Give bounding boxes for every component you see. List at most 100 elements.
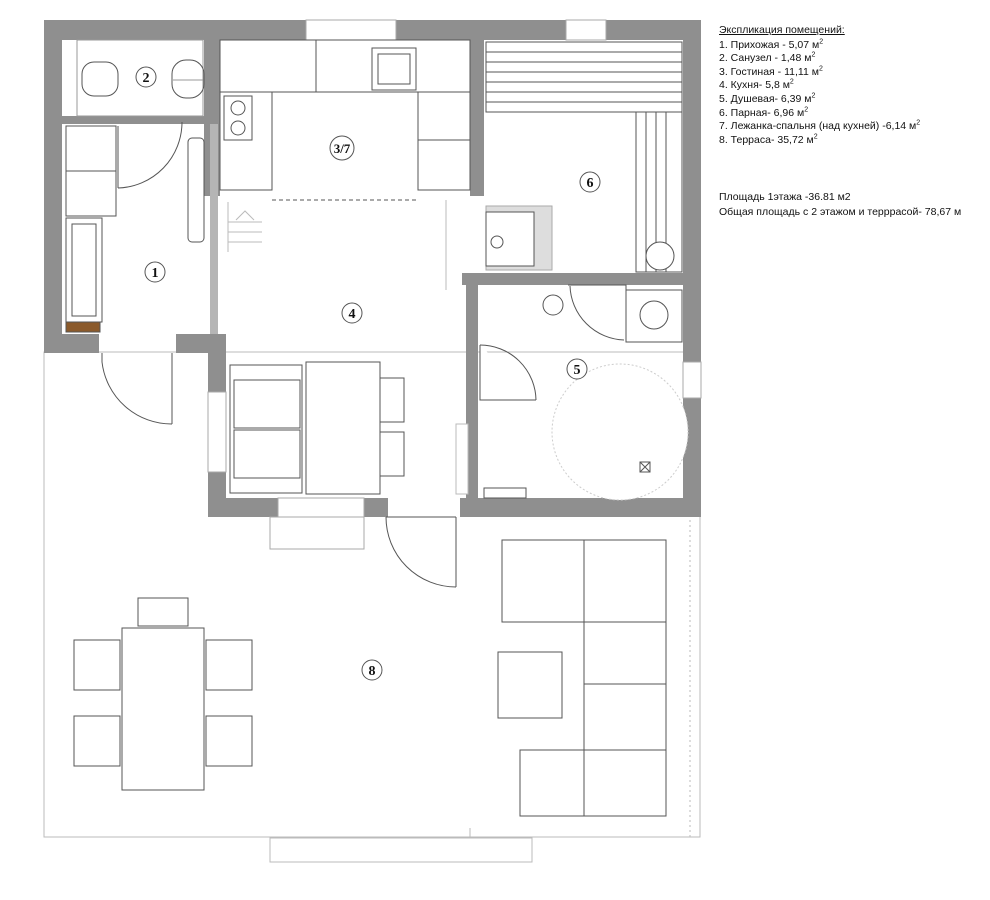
sofa-cushion-1 (233, 379, 301, 429)
explication-title: Экспликация помещений: (719, 24, 845, 36)
shower-bench (483, 487, 527, 499)
shower-inner-door-arc (479, 344, 537, 401)
wall-bottom-shower (460, 498, 701, 517)
terrace-furniture (73, 539, 667, 817)
first-floor-area: Площадь 1этажа -36.81 м2 (719, 191, 851, 203)
windows (207, 19, 702, 550)
room-number-4: 4 (349, 307, 356, 322)
wall-hall-right (210, 124, 218, 334)
shower-inner-door (479, 345, 536, 401)
window-steam (565, 19, 607, 41)
sofa-cushion-2 (233, 429, 301, 479)
window-living-bottom (277, 497, 365, 518)
washing-drum (639, 300, 669, 330)
chair-1 (379, 377, 405, 423)
sofa-seat-2 (583, 539, 667, 623)
terrace-chair-right-2 (205, 715, 253, 767)
area-summary: Площадь 1этажа -36.81 м2 Общая площадь с… (719, 190, 984, 220)
explication-item: 6. Парная- 6,96 м2 (719, 106, 809, 119)
shower-drain-x (639, 461, 651, 473)
room-number-6: 6 (587, 176, 594, 191)
explication-item: 7. Лежанка-спальня (над кухней) -6,14 м2 (719, 119, 921, 133)
entry-door-arc (101, 353, 173, 425)
window-shower (682, 361, 702, 399)
terrace (43, 351, 701, 863)
explication-item: 5. Душевая- 6,39 м2 (719, 92, 816, 105)
shower-boiler (542, 294, 564, 316)
room-number-8: 8 (369, 664, 376, 679)
room-number-5: 5 (574, 363, 581, 378)
hall-furniture (65, 121, 205, 333)
room-number-1: 1 (152, 266, 159, 281)
chair-2 (379, 431, 405, 477)
hall-door-arc (117, 121, 183, 189)
room-number-3: 3/7 (334, 141, 351, 156)
mirror (187, 137, 205, 243)
room-marker-3 (329, 135, 355, 161)
window-kitchen (305, 19, 397, 41)
explication-list: 1. Прихожая - 5,07 м2 2. Санузел - 1,48 … (719, 38, 984, 148)
terrace-table (121, 627, 205, 791)
room-marker-8 (361, 659, 383, 681)
bench-seat (71, 223, 97, 317)
wall-steam-shower (462, 273, 683, 285)
toilet (81, 61, 119, 97)
sink (171, 59, 205, 99)
burner-1 (230, 100, 246, 116)
terrace-chair-right-1 (205, 639, 253, 691)
room-marker-6 (579, 171, 601, 193)
explication-item: 3. Гостиная - 11,11 м2 (719, 65, 823, 78)
steam-bench-top (485, 41, 683, 113)
room-marker-1 (144, 261, 166, 283)
explication-legend: Экспликация помещений: 1. Прихожая - 5,0… (719, 24, 984, 147)
wall-shower-left (466, 285, 478, 517)
room-number-2: 2 (143, 71, 150, 86)
shoe-rack (65, 321, 101, 333)
kitchen-sink-basin (377, 53, 411, 85)
sofa-seat-1 (501, 539, 585, 623)
explication-item: 8. Терраса- 35,72 м2 (719, 133, 818, 146)
room-marker-5 (566, 358, 588, 380)
terrace-chair-left-2 (73, 715, 121, 767)
sofa-seat-5 (519, 749, 585, 817)
explication-item: 4. Кухня- 5,8 м2 (719, 78, 794, 92)
shower (479, 284, 689, 501)
room-numbers: 1 2 3/7 4 5 6 8 (143, 71, 594, 679)
room-markers (135, 66, 601, 681)
terrace-chair-top (137, 597, 189, 627)
fridge (417, 91, 471, 191)
kitchen (219, 39, 471, 201)
doors (101, 353, 457, 588)
sofa-seat-4 (583, 683, 667, 751)
wall-kitchen-right (470, 40, 484, 196)
heater-knob (490, 235, 504, 249)
sofa-seat-3 (583, 621, 667, 685)
steam-room (485, 41, 683, 273)
steam-bucket (645, 241, 675, 271)
pouf (497, 651, 563, 719)
room-marker-4 (341, 302, 363, 324)
terrace-door-arc (385, 516, 457, 588)
wall-left (44, 20, 62, 353)
terrace-chair-left-1 (73, 639, 121, 691)
wall-hall-bottom-left (44, 334, 99, 353)
living (227, 200, 469, 495)
wall-bathroom-hall (62, 116, 212, 124)
shower-door-arc (569, 285, 625, 341)
stairs-arrow (235, 210, 255, 221)
sofa-seat-6 (583, 749, 667, 817)
window-living-left (207, 391, 227, 473)
terrace-steps (269, 837, 533, 863)
window-sill (269, 516, 365, 550)
stairs (227, 202, 262, 252)
total-area: Общая площадь с 2 этажом и терррасой- 78… (719, 206, 962, 218)
living-shelf (455, 423, 469, 495)
burner-2 (230, 120, 246, 136)
shower-tray-outer (551, 363, 689, 501)
explication-item: 1. Прихожая - 5,07 м2 (719, 38, 824, 51)
room-marker-2 (135, 66, 157, 88)
terrace-outline (43, 351, 701, 838)
explication-item: 2. Санузел - 1,48 м2 (719, 51, 816, 65)
dining-table (305, 361, 381, 495)
